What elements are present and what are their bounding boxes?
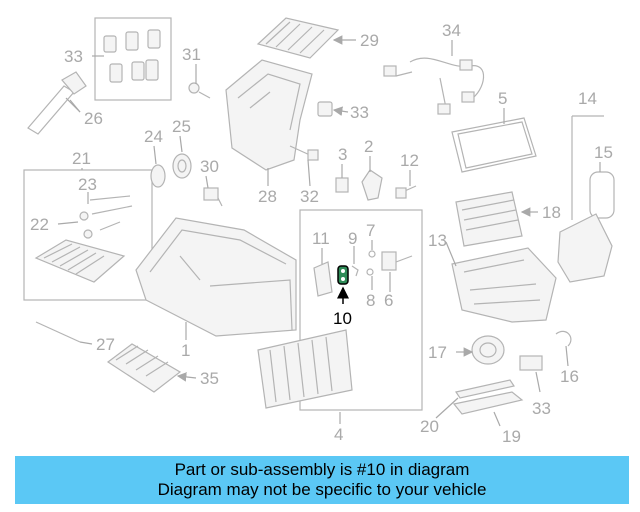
callout-15: 15 xyxy=(594,143,613,162)
part-10-highlight[interactable] xyxy=(337,265,349,285)
callout-4: 4 xyxy=(334,425,343,444)
callout-6: 6 xyxy=(384,291,393,310)
part-2-bracket xyxy=(361,169,383,201)
banner-line-1: Part or sub-assembly is #10 in diagram xyxy=(174,460,470,479)
callout-32: 32 xyxy=(300,187,319,206)
callout-23: 23 xyxy=(78,175,97,194)
callout-3: 3 xyxy=(338,145,347,164)
part-6-valve xyxy=(381,251,413,271)
part-5-frame xyxy=(451,117,537,173)
callout-7: 7 xyxy=(366,221,375,240)
callout-33-top-left: 33 xyxy=(64,47,83,66)
part-3-sensor xyxy=(335,177,349,193)
part-32-bolt xyxy=(289,145,319,161)
part-19-duct xyxy=(452,391,524,415)
part-18-filter xyxy=(455,191,523,247)
part-9-clip xyxy=(351,265,359,277)
part-26-tool xyxy=(27,71,87,135)
part-33-resistor xyxy=(519,355,543,371)
callout-29: 29 xyxy=(360,31,379,50)
part-11-bracket xyxy=(313,261,333,297)
callout-12: 12 xyxy=(400,151,419,170)
callout-11: 11 xyxy=(312,229,330,248)
leader-lines xyxy=(57,35,601,427)
part-35-grille xyxy=(106,343,182,393)
callout-16: 16 xyxy=(560,367,579,386)
callout-33-mid: 33 xyxy=(350,103,369,122)
parts-diagram: 33 26 29 31 33 34 5 14 15 21 23 22 24 25… xyxy=(23,17,615,446)
info-banner: Part or sub-assembly is #10 in diagram D… xyxy=(15,456,629,504)
callout-1: 1 xyxy=(181,341,190,360)
part-30-actuator xyxy=(203,187,223,207)
callout-17: 17 xyxy=(428,343,447,362)
callout-26: 26 xyxy=(84,109,103,128)
callout-20: 20 xyxy=(420,417,439,436)
group-box-21 xyxy=(23,169,153,301)
part-8-oring xyxy=(366,268,374,276)
callout-13: 13 xyxy=(428,231,447,250)
callout-5: 5 xyxy=(498,89,507,108)
callout-27: 27 xyxy=(96,335,115,354)
callout-2: 2 xyxy=(364,137,373,156)
heater-core xyxy=(34,239,126,283)
part-24-bushing xyxy=(150,164,166,188)
part-12-bolt xyxy=(395,185,417,199)
part-31-bolt xyxy=(188,82,211,99)
callout-9: 9 xyxy=(348,229,357,248)
part-29-filter xyxy=(256,17,340,59)
callout-18: 18 xyxy=(542,203,561,222)
callout-35: 35 xyxy=(200,369,219,388)
banner-line-2: Diagram may not be specific to your vehi… xyxy=(157,480,487,499)
part-17-motor xyxy=(471,335,505,365)
callout-22: 22 xyxy=(30,215,49,234)
callout-8: 8 xyxy=(366,291,375,310)
callout-14: 14 xyxy=(578,89,597,108)
callout-31: 31 xyxy=(182,45,201,64)
group-box-4 xyxy=(299,209,423,411)
callout-10-highlighted[interactable]: 10 xyxy=(333,309,352,328)
part-28-housing xyxy=(225,59,313,171)
part-27-rod xyxy=(35,321,81,343)
part-16-clip xyxy=(555,330,572,347)
part-14-case xyxy=(557,213,613,283)
part-25-motor xyxy=(172,153,192,179)
callout-19: 19 xyxy=(502,427,521,446)
part-15-seal xyxy=(589,171,615,219)
callout-30: 30 xyxy=(200,157,219,176)
callout-25: 25 xyxy=(172,117,191,136)
part-33-clips xyxy=(103,29,161,83)
evaporator-core xyxy=(257,329,353,409)
callout-labels: 33 26 29 31 33 34 5 14 15 21 23 22 24 25… xyxy=(30,21,613,446)
callout-28: 28 xyxy=(258,187,277,206)
part-33-connector xyxy=(317,101,333,117)
part-20-duct xyxy=(455,379,515,399)
part-1-housing xyxy=(135,217,297,337)
part-23-pipes xyxy=(79,195,133,239)
part-34-harness xyxy=(383,57,485,115)
callout-24: 24 xyxy=(144,127,163,146)
callout-33-bottom: 33 xyxy=(532,399,551,418)
part-7-oring xyxy=(368,250,376,258)
group-box-33 xyxy=(94,17,172,101)
callout-21: 21 xyxy=(72,149,91,168)
part-13-blower xyxy=(451,247,557,323)
callout-34: 34 xyxy=(442,21,461,40)
